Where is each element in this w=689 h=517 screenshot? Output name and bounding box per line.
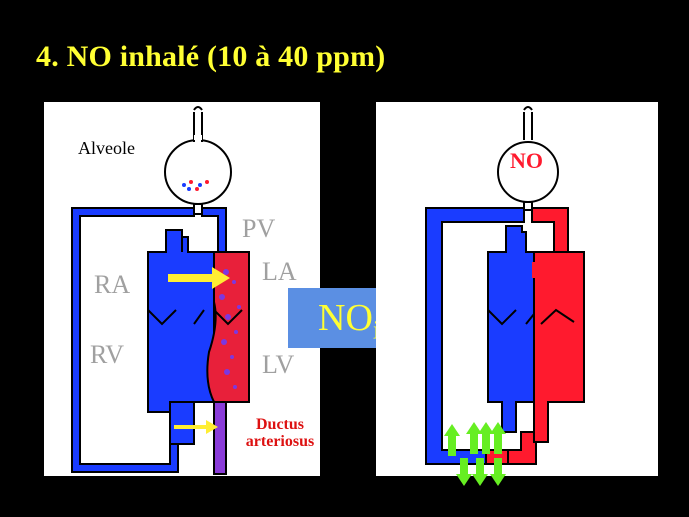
label-alveole: Alveole [78,138,135,158]
arrow-label-no: NO [318,297,373,339]
shunt-flow-arrows [168,267,230,434]
right-diagram-svg [425,106,585,486]
label-ductus-line1: Ductus [255,416,304,433]
label-lv: LV [262,350,295,379]
label-ra: RA [94,270,131,299]
heart [147,229,250,475]
alveole-bulb [164,106,232,215]
left-diagram-svg [71,106,250,475]
left-heart-diagram: Alveole PV RA LA RV LV Ductus arteriosus [44,102,320,476]
slide-title: 4. NO inhalé (10 à 40 ppm) [36,40,386,73]
label-no-alveole: NO [510,148,543,173]
systemic-vessel-loop-right [425,207,569,465]
right-heart-diagram: NO [376,102,658,486]
label-ductus-line2: arteriosus [245,433,315,450]
label-la: LA [262,257,297,286]
arrow-label: NOi [318,296,380,346]
label-pv: PV [242,214,276,243]
pulmonary-flow-arrows [444,422,506,486]
alveole-bulb-right [497,106,559,211]
label-rv: RV [90,340,125,369]
label-ductus-arteriosus: Ductus arteriosus [240,416,320,450]
heart-right [487,225,585,443]
